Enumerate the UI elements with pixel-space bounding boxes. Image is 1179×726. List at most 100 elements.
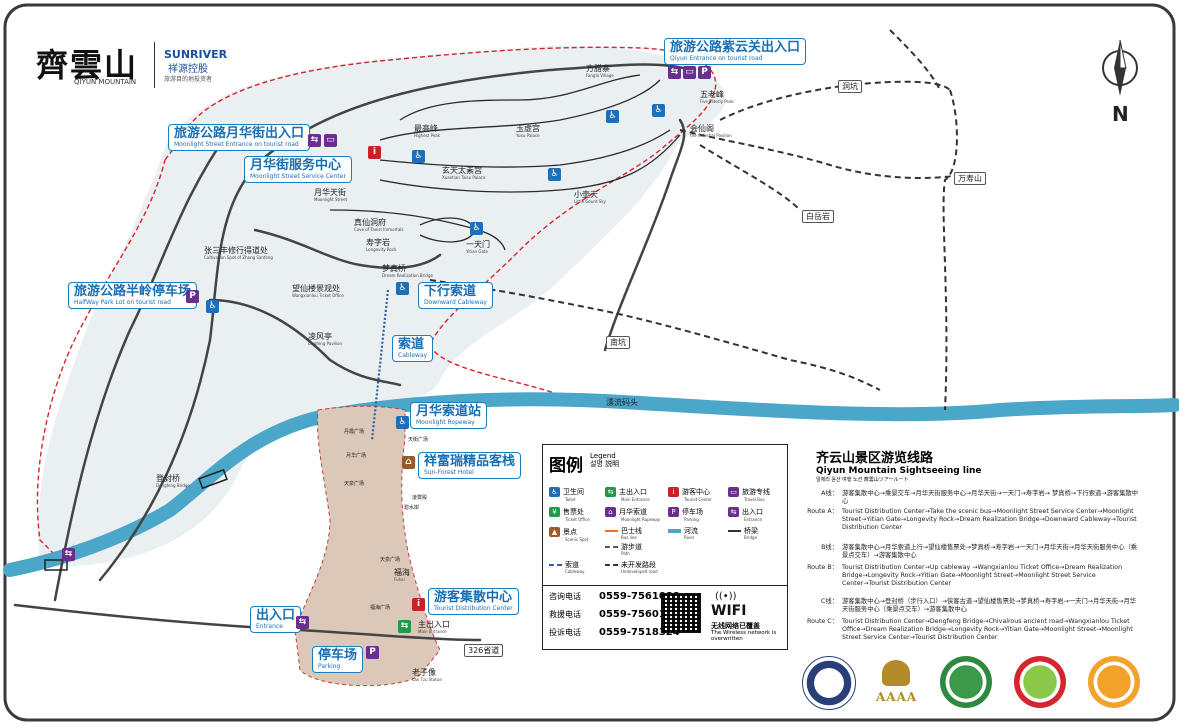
routes-title: 齐云山景区游览线路 Qiyun Mountain Sightseeing lin…	[816, 451, 982, 483]
undeveloped-icon	[605, 564, 618, 566]
legend-item-label: 旅游专线	[742, 488, 770, 496]
place-baiyanyan: 白岳岩	[802, 210, 834, 223]
wc-icon: ♿	[652, 104, 665, 117]
legend-item-label: 未开发路段	[621, 561, 656, 569]
plaza-label: 天泉广场	[344, 481, 365, 487]
route-b-en: Route B：Tourist Distribution Center→Up c…	[807, 564, 1123, 587]
wc-icon: ♿	[396, 282, 409, 295]
logo-divider	[154, 42, 155, 88]
info-icon: i	[368, 146, 381, 159]
exit-icon: ⇆	[308, 134, 321, 147]
parking-icon: P	[186, 290, 199, 303]
legend-item-label: 主出入口	[619, 488, 647, 496]
route-a-en: Route A：Tourist Distribution Center→Take…	[807, 508, 1137, 531]
badge-national-park	[802, 656, 856, 710]
logo-company-zh: 祥源控股	[168, 64, 208, 75]
legend-item-label: 巴士线	[621, 527, 642, 535]
plaza-label: 天街广场	[408, 437, 429, 443]
cableway-icon	[549, 564, 562, 566]
river	[3, 392, 1179, 577]
main-entrance-icon: ⇆	[605, 487, 616, 497]
cableway-line	[370, 289, 390, 441]
parking-icon: P	[668, 507, 679, 517]
logo-company-tag: 旅游目的地投资者	[164, 76, 213, 83]
route-c-en: Route C：Tourist Distribution Center→Deng…	[807, 618, 1133, 641]
logo-brand-zh: 齊雲山	[36, 46, 139, 84]
legend-item-sublabel: Undeveloped road	[621, 569, 658, 574]
wc-icon: ♿	[396, 416, 409, 429]
wc-icon: ♿	[606, 110, 619, 123]
ticket-icon: ⇆	[398, 620, 411, 633]
exit-icon: ⇆	[62, 548, 75, 561]
legend-item-label: 桥梁	[744, 527, 758, 535]
bridge-south	[44, 559, 68, 571]
legend-item-label: 停车场	[682, 508, 703, 516]
place-wanshoushan: 万寿山	[954, 172, 986, 185]
legend-item-sublabel: Ticket Office	[565, 517, 590, 522]
logo: 齊雲山 QIYUN MOUNTAIN SUNRIVER 祥源控股 旅游目的地投资…	[36, 40, 246, 92]
legend-item-sublabel: Toilet	[565, 497, 576, 502]
legend-divider	[543, 585, 787, 586]
place-yuanliumatou[interactable]: 漂流码头	[606, 398, 638, 407]
wifi-en: The Wireless network is overwritten	[711, 630, 777, 642]
wc-icon: ♿	[470, 222, 483, 235]
qr-code	[661, 593, 701, 633]
place-road326: 326省道	[464, 644, 504, 657]
wc-icon: ♿	[412, 150, 425, 163]
legend-item-label: 出入口	[742, 508, 763, 516]
legend-item-sublabel: Parking	[684, 517, 699, 522]
bus-icon: ▭	[324, 134, 337, 147]
wifi-icon: ((•))	[715, 591, 737, 602]
exit-icon: ⇆	[296, 616, 309, 629]
bridge-icon	[728, 530, 741, 532]
road-tourist-west	[53, 128, 232, 602]
bus-icon: ▭	[728, 487, 739, 497]
plaza-label: 凌霄殿	[412, 495, 428, 501]
wifi-zh: 无线网络已覆盖	[711, 622, 760, 630]
wc-icon: ♿	[548, 168, 561, 181]
